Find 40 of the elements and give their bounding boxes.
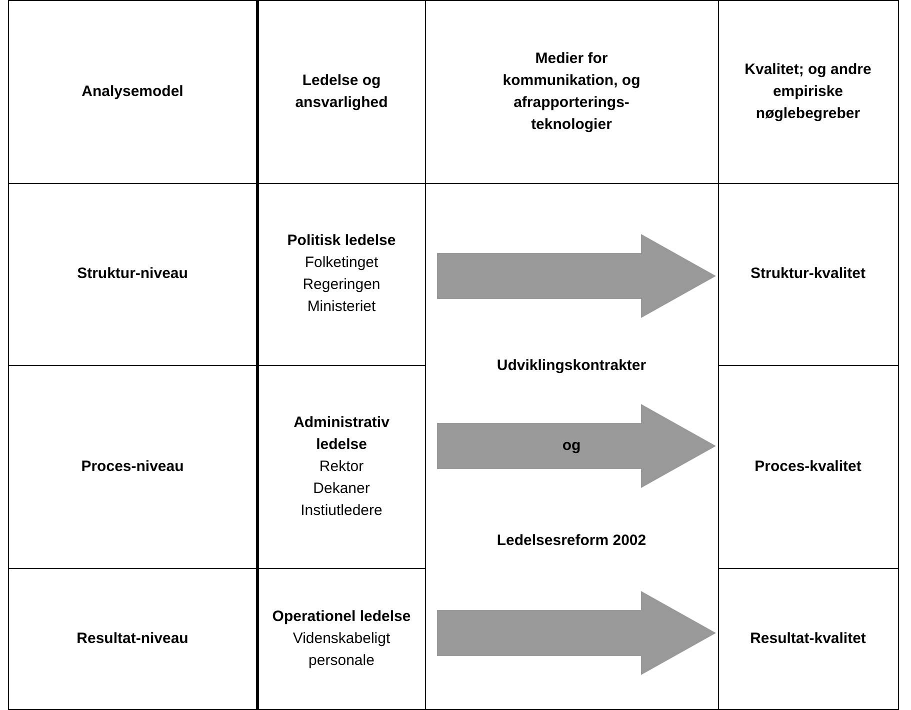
- block-arrow: [437, 404, 716, 488]
- cell-heading: Resultat-kvalitet: [750, 628, 866, 648]
- cell-heading: og: [561, 436, 582, 456]
- cell-heading: Politisk ledelse: [287, 231, 396, 251]
- column-header: Kvalitet; og andre empiriske nøglebegreber: [744, 60, 872, 124]
- cell-heading: Operationel ledelse: [272, 606, 411, 626]
- column-header: Analysemodel: [82, 82, 184, 102]
- table-cell: [258, 183, 426, 366]
- header-cell: [718, 0, 899, 184]
- row-label: Proces-niveau: [81, 456, 184, 476]
- table-cell: [258, 568, 426, 710]
- block-arrow: [437, 234, 716, 318]
- cell-text: Videnskabeligt personale: [292, 628, 392, 670]
- table-cell: [258, 365, 426, 569]
- cell-heading: Struktur-kvalitet: [750, 264, 866, 284]
- header-cell: [258, 0, 426, 184]
- table-cell: [718, 183, 899, 366]
- table-cell: [8, 568, 259, 710]
- cell-heading: Proces-kvalitet: [754, 456, 862, 476]
- table-cell: [718, 568, 899, 710]
- block-arrow: [437, 591, 716, 675]
- header-cell: [425, 0, 719, 184]
- cell-text: Regeringen: [302, 275, 380, 295]
- table-cell: [425, 183, 719, 710]
- table-cell: [718, 365, 899, 569]
- header-cell: [8, 0, 259, 184]
- cell-text: Dekaner: [313, 478, 370, 498]
- cell-heading: Udviklingskontrakter: [496, 356, 648, 376]
- column-header: Medier for kommunikation, og afrapporterings-teknologier: [502, 49, 642, 135]
- column-header: Ledelse og ansvarlighed: [294, 71, 389, 113]
- table-cell: [8, 183, 259, 366]
- row-label: Struktur-niveau: [77, 264, 188, 284]
- cell-text: Rektor: [319, 456, 364, 476]
- cell-text: Ministeriet: [307, 297, 376, 317]
- cell-text: Folketinget: [304, 253, 378, 273]
- cell-heading: Ledelsesreform 2002: [496, 531, 648, 551]
- cell-heading: Administrativ ledelse: [292, 412, 390, 454]
- cell-text: Instiutledere: [300, 500, 382, 520]
- table-cell: [8, 365, 259, 569]
- row-label: Resultat-niveau: [76, 628, 188, 648]
